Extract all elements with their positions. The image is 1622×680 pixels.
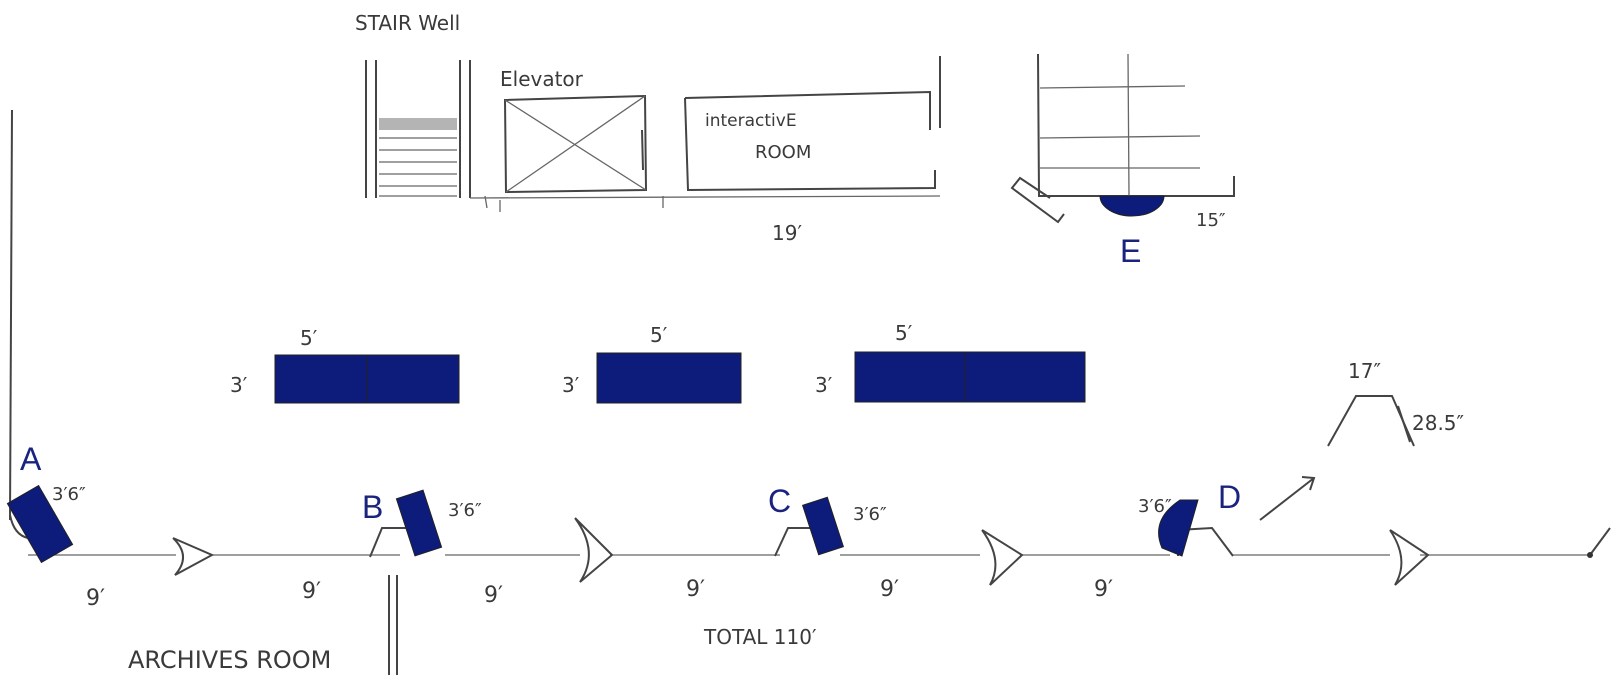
station-e-shape xyxy=(1099,195,1165,217)
dimension-17-label: 17″ xyxy=(1348,359,1381,383)
spacing-labels: 9′ 9′ 9′ 9′ 9′ 9′ xyxy=(86,577,1113,611)
interactive-room-label-2: ROOM xyxy=(755,142,811,163)
cone-marker-2 xyxy=(574,517,614,583)
direction-arrow-d xyxy=(1259,476,1316,521)
interactive-room: interactivE ROOM xyxy=(684,56,941,192)
spacing-label-6: 9′ xyxy=(1094,577,1113,602)
table-1-depth: 3′ xyxy=(230,373,248,397)
archives-door xyxy=(388,575,398,675)
station-c: C 3′6″ xyxy=(768,483,887,557)
stairwell-shade xyxy=(379,118,457,130)
spacing-label-3: 9′ xyxy=(484,583,503,608)
spacing-label-2: 9′ xyxy=(302,579,321,604)
table-2-depth: 3′ xyxy=(562,373,580,397)
dimension-19-label: 19′ xyxy=(772,221,802,245)
total-length-label: TOTAL 110′ xyxy=(703,625,817,649)
spacing-label-4: 9′ xyxy=(686,577,705,602)
dimension-19: 19′ xyxy=(469,195,941,245)
cone-marker-3 xyxy=(981,529,1024,586)
station-d-label: D xyxy=(1218,479,1241,515)
left-wall xyxy=(9,109,29,539)
table-1-width: 5′ xyxy=(300,326,318,350)
station-c-size: 3′6″ xyxy=(853,504,887,525)
station-a: A 3′6″ xyxy=(6,441,86,564)
station-b-size: 3′6″ xyxy=(448,500,482,521)
table-3-width: 5′ xyxy=(895,321,913,345)
archives-room-label: ARCHIVES ROOM xyxy=(128,646,331,674)
station-c-shape xyxy=(801,496,845,556)
station-d: D 3′6″ xyxy=(1138,476,1316,557)
table-1: 5′ 3′ xyxy=(230,326,460,404)
table-2-width: 5′ xyxy=(650,323,668,347)
spacing-label-5: 9′ xyxy=(880,577,899,602)
stairwell: STAIR Well xyxy=(355,11,488,209)
cone-markers xyxy=(172,517,1430,586)
table-1-right xyxy=(366,354,460,404)
front-wall xyxy=(28,527,1611,558)
station-d-shape xyxy=(1158,499,1199,557)
elevator-label: Elevator xyxy=(500,67,584,91)
station-c-label: C xyxy=(768,483,791,519)
wall-end-dot xyxy=(1587,552,1593,558)
table-1-left xyxy=(274,354,368,404)
station-a-label: A xyxy=(20,441,42,477)
table-3-right xyxy=(964,351,1086,403)
station-b-shape xyxy=(395,489,443,557)
cone-marker-1 xyxy=(172,537,215,576)
table-3-left xyxy=(854,351,966,403)
spacing-label-1: 9′ xyxy=(86,586,105,611)
station-a-size: 3′6″ xyxy=(52,484,86,505)
table-3: 5′ 3′ xyxy=(815,321,1086,403)
table-2: 5′ 3′ xyxy=(562,323,742,404)
station-d-size: 3′6″ xyxy=(1138,496,1172,517)
table-3-depth: 3′ xyxy=(815,373,833,397)
cone-marker-4 xyxy=(1389,529,1430,586)
dimension-15-label: 15″ xyxy=(1196,210,1226,231)
station-e-label: E xyxy=(1120,233,1141,269)
stairwell-label: STAIR Well xyxy=(355,11,460,35)
station-e-area: E 15″ xyxy=(1010,53,1235,269)
station-a-shape xyxy=(6,484,74,564)
elevator: Elevator xyxy=(500,67,648,194)
trapezoid-detail: 17″ 28.5″ xyxy=(1327,359,1464,447)
station-b: B 3′6″ xyxy=(362,489,482,675)
station-b-label: B xyxy=(362,489,383,525)
dimension-28-5-label: 28.5″ xyxy=(1412,411,1464,435)
interactive-room-label-1: interactivE xyxy=(705,111,797,131)
direction-arrow-e xyxy=(1010,176,1065,224)
table-2-top xyxy=(596,352,742,404)
